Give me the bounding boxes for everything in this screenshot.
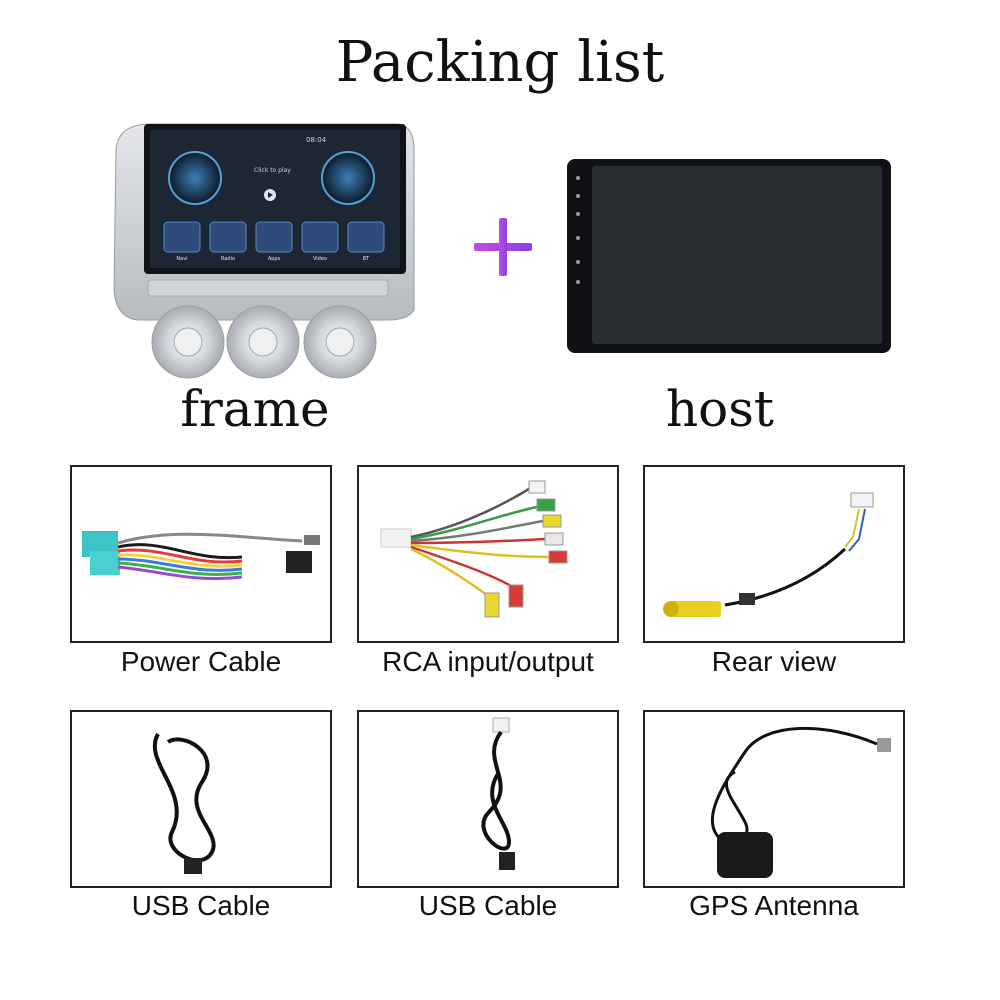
usb-cable-icon xyxy=(152,733,216,874)
page-title: Packing list xyxy=(335,30,665,95)
plus-icon xyxy=(474,218,532,276)
accessory-label: USB Cable xyxy=(131,890,271,921)
gps-antenna-box xyxy=(643,710,905,888)
host-image xyxy=(566,158,892,354)
rear-view-box xyxy=(643,465,905,643)
frame-label: frame xyxy=(180,380,330,438)
power-cable-box xyxy=(70,465,332,643)
app-label: Radio xyxy=(221,256,235,262)
host-label: host xyxy=(665,380,775,438)
wiring-harness-icon xyxy=(82,531,320,581)
accessory-label: Rear view xyxy=(711,646,837,677)
usb-cable-icon xyxy=(481,717,515,870)
accessory-label: Power Cable xyxy=(120,646,282,677)
app-label: Apps xyxy=(268,256,281,262)
accessory-label: RCA input/output xyxy=(382,646,594,677)
usb-cable-box-1 xyxy=(70,710,332,888)
accessory-label: USB Cable xyxy=(418,890,558,921)
accessory-label: GPS Antenna xyxy=(689,890,859,921)
app-label: BT xyxy=(363,256,370,262)
rca-box xyxy=(357,465,619,643)
frame-image: 08:04 Click to play Navi Radio Apps Vide… xyxy=(108,120,418,382)
rca-cable-icon xyxy=(380,480,568,618)
rear-view-cable-icon xyxy=(663,492,874,617)
media-text: Click to play xyxy=(254,167,291,174)
app-label: Navi xyxy=(176,256,187,262)
clock-text: 08:04 xyxy=(306,136,327,144)
app-label: Video xyxy=(313,256,327,262)
usb-cable-box-2 xyxy=(357,710,619,888)
gps-antenna-icon xyxy=(710,726,891,878)
